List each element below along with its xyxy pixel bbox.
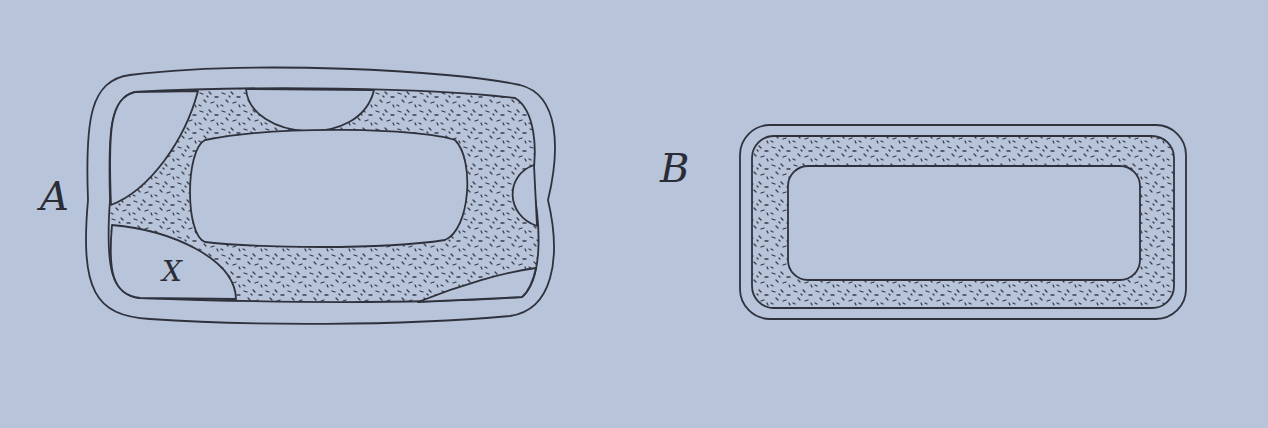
figure-label: B	[660, 148, 689, 188]
lumen	[788, 166, 1140, 280]
figure-label: A	[40, 176, 69, 216]
outer-wall	[740, 125, 1186, 319]
lumen	[190, 130, 467, 247]
clear-lobe	[513, 165, 537, 226]
clear-lobe	[110, 91, 198, 205]
outer-wall	[86, 68, 555, 324]
clear-lobe	[418, 268, 536, 302]
stippled-layer	[109, 88, 539, 302]
part-label: X	[162, 258, 182, 286]
stippled-layer	[752, 136, 1174, 308]
clear-lobe	[246, 89, 374, 131]
